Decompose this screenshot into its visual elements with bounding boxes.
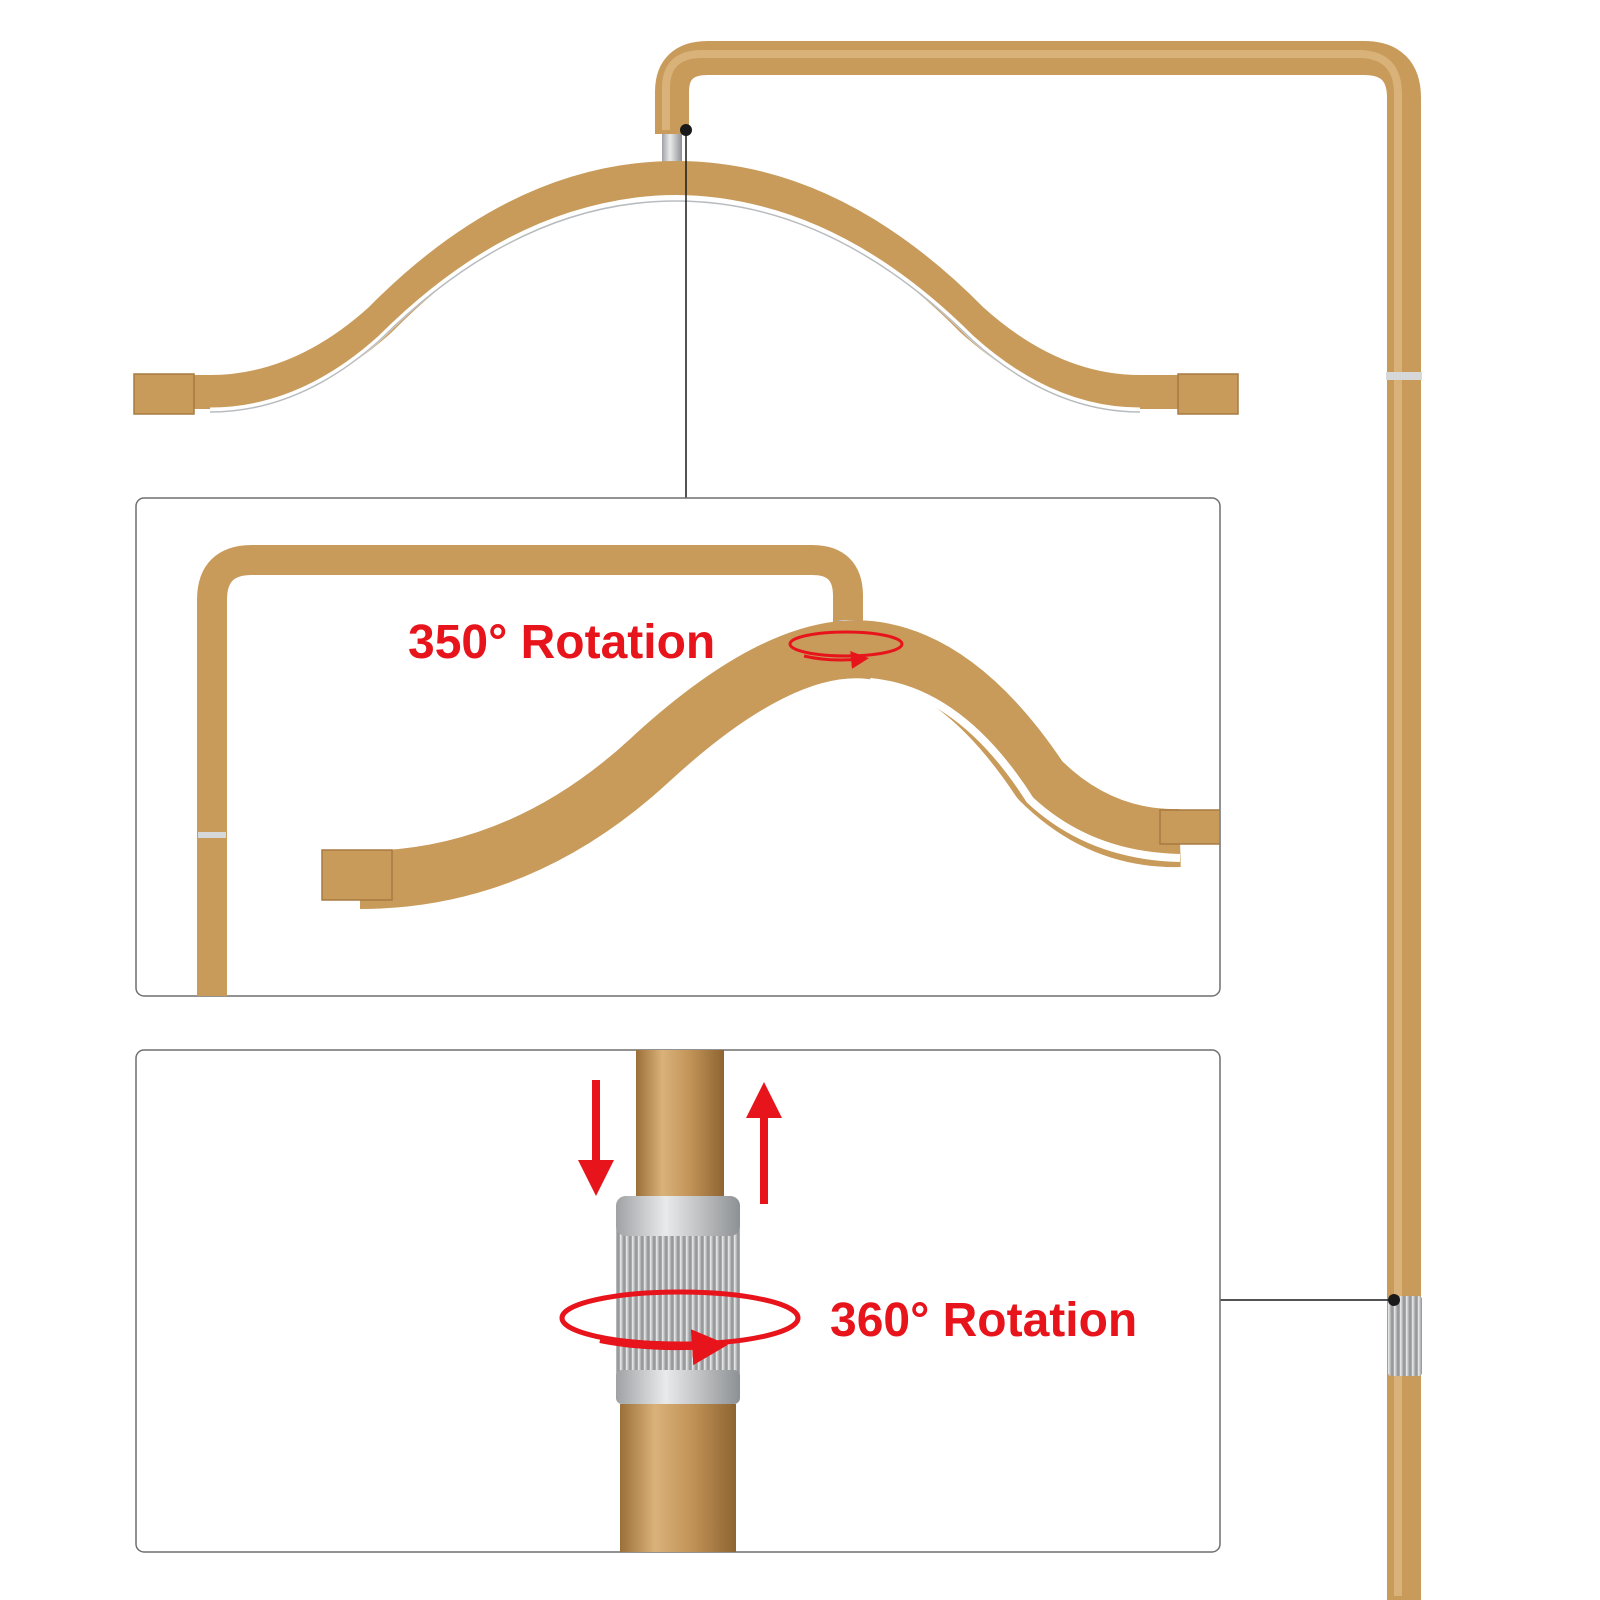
rotation-label-350: 350° Rotation	[408, 616, 715, 669]
detail-end-cap-right	[1159, 809, 1220, 845]
shade-end-cap-right	[1177, 373, 1239, 415]
up-arrow-icon	[746, 1082, 782, 1204]
rotation-arrow-360	[599, 1329, 728, 1366]
main-lamp	[133, 41, 1422, 1600]
detail-shade	[359, 620, 1181, 909]
callout-dot-top	[680, 124, 692, 136]
down-arrow-icon	[578, 1080, 614, 1196]
joint-connector	[662, 134, 682, 170]
pole-ring	[1386, 372, 1422, 380]
pole-adjuster	[1388, 1296, 1422, 1376]
rotation-arrow-350	[803, 650, 869, 669]
detail-end-cap-left	[321, 849, 393, 901]
shade-end-cap-left	[133, 373, 195, 415]
lamp-shade	[150, 161, 1200, 409]
rotation-ring-350	[788, 630, 904, 658]
detail-lower-pole	[620, 1404, 736, 1552]
callout-dot-bottom	[1388, 1294, 1400, 1306]
detail-upper-pole	[636, 1050, 724, 1200]
rotation-ring-360	[559, 1289, 801, 1347]
detail-panel-shade: 350° Rotation	[135, 497, 1221, 997]
rotation-label-360: 360° Rotation	[830, 1294, 1137, 1347]
leader-lines	[680, 124, 1400, 1306]
detail-panel-adjuster: 360° Rotation	[135, 1049, 1221, 1553]
detail-arm	[197, 545, 863, 996]
